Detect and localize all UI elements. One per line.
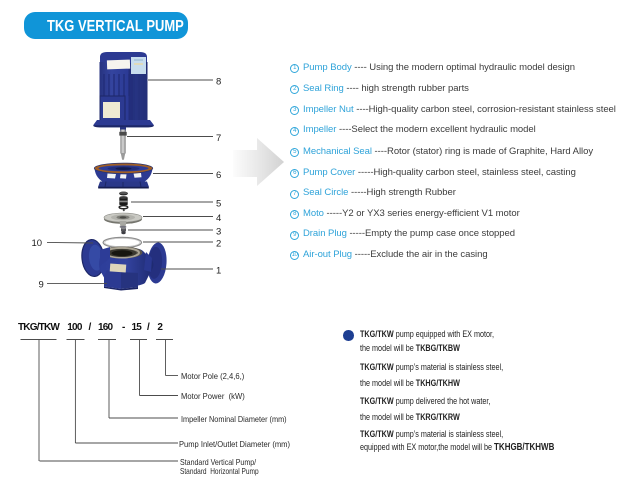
svg-text:3: 3 xyxy=(216,227,221,238)
svg-text:8: 8 xyxy=(216,77,221,88)
svg-text:4: 4 xyxy=(216,213,221,224)
svg-text:7: 7 xyxy=(216,133,221,144)
svg-text:6: 6 xyxy=(216,170,221,181)
svg-text:5: 5 xyxy=(216,199,221,210)
svg-text:2: 2 xyxy=(216,239,221,250)
svg-text:9: 9 xyxy=(39,280,44,291)
svg-text:10: 10 xyxy=(32,238,43,249)
svg-text:1: 1 xyxy=(216,266,221,277)
